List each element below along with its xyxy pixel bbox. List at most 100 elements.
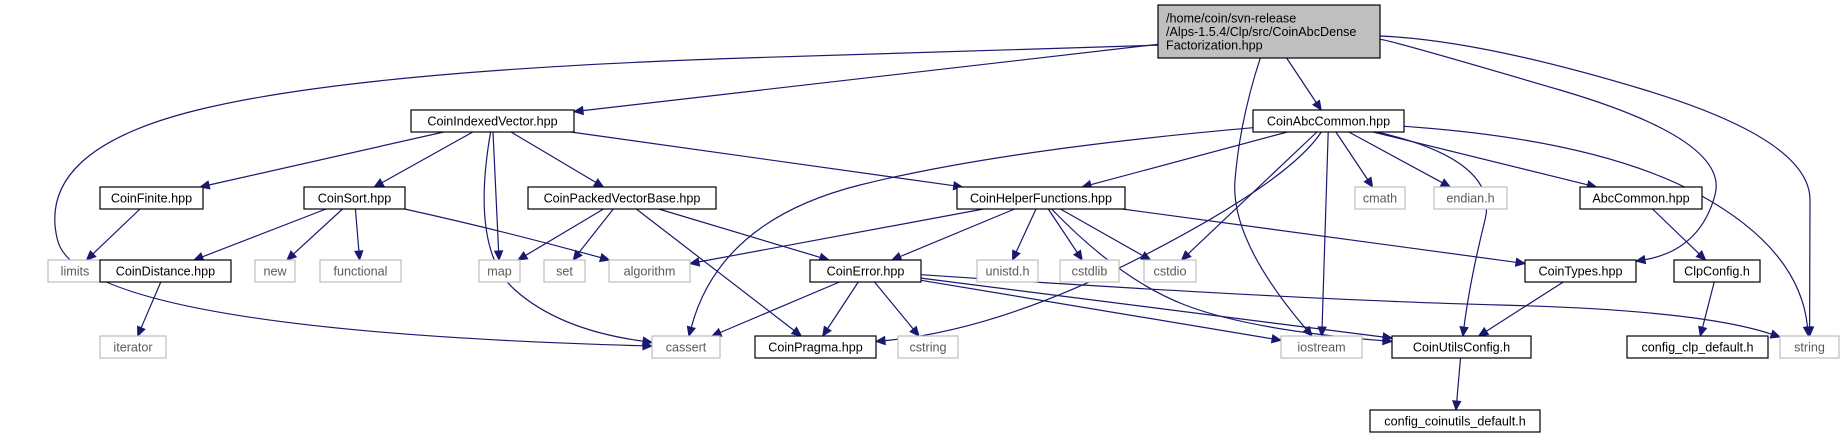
node-label: CoinFinite.hpp <box>111 192 192 206</box>
node-box <box>1433 186 1508 210</box>
edge-CoinFinite-to-limits <box>85 208 141 261</box>
arrowhead-icon <box>1802 326 1813 338</box>
node-box <box>1252 109 1405 133</box>
edge-root-to-CoinTypes <box>1379 38 1717 265</box>
node-coindistance[interactable]: CoinDistance.hpp <box>99 259 232 283</box>
edge-CoinError-to-string <box>920 274 1782 339</box>
edge-CoinError-to-CoinPragma <box>822 281 859 338</box>
edge-line <box>1187 131 1318 255</box>
edge-line <box>1335 131 1369 180</box>
arrowhead-icon <box>1311 99 1322 112</box>
arrowhead-icon <box>1180 249 1192 261</box>
edge-CoinHelperFunctions-to-unistd <box>1011 208 1037 262</box>
node-box <box>478 259 521 283</box>
node-abccommon[interactable]: AbcCommon.hpp <box>1579 186 1703 210</box>
node-label: CoinTypes.hpp <box>1538 265 1622 279</box>
edge-line <box>1403 125 1809 328</box>
node-label: CoinError.hpp <box>827 265 905 279</box>
node-coinerror[interactable]: CoinError.hpp <box>809 259 922 283</box>
edge-CoinUtilsConfig-to-config_coinutils_default <box>1452 357 1462 412</box>
edge-CoinError-to-cassert <box>710 281 840 337</box>
edge-line <box>920 277 1384 338</box>
edge-CoinIndexedVector-to-map <box>492 131 504 262</box>
edge-CoinAbcCommon-to-CoinPragma <box>874 131 1322 346</box>
node-root[interactable]: /home/coin/svn-release/Alps-1.5.4/Clp/sr… <box>1157 4 1381 59</box>
node-coinindexedvector[interactable]: CoinIndexedVector.hpp <box>410 109 575 133</box>
node-cmath: cmath <box>1354 186 1406 210</box>
edge-line <box>1090 131 1288 186</box>
node-coinutilsconfig[interactable]: CoinUtilsConfig.h <box>1391 335 1532 359</box>
node-box <box>1369 409 1541 433</box>
edge-line <box>1286 57 1317 103</box>
node-coinpragma[interactable]: CoinPragma.hpp <box>754 335 877 359</box>
node-box <box>754 335 877 359</box>
edge-line <box>720 281 840 334</box>
edge-CoinHelperFunctions-to-CoinTypes <box>1122 208 1527 267</box>
node-label: cassert <box>666 341 707 355</box>
edge-line <box>208 131 444 186</box>
node-cstring: cstring <box>897 335 959 359</box>
arrowhead-icon <box>1477 326 1490 337</box>
dependency-edges <box>54 35 1815 412</box>
node-label: config_coinutils_default.h <box>1384 415 1525 429</box>
edge-line <box>582 43 1159 112</box>
node-label: Factorization.hpp <box>1166 39 1263 53</box>
edge-line <box>920 274 1772 335</box>
edge-CoinPackedVectorBase-to-set <box>572 208 614 261</box>
node-label: iostream <box>1297 341 1345 355</box>
edge-line <box>1348 131 1443 184</box>
arrowhead-icon <box>137 325 146 338</box>
arrowhead-icon <box>890 252 903 261</box>
node-box <box>608 259 691 283</box>
edge-line <box>874 281 914 330</box>
arrowhead-icon <box>790 326 803 337</box>
arrowhead-icon <box>1514 257 1527 267</box>
node-box <box>303 186 406 210</box>
node-coinabccommon[interactable]: CoinAbcCommon.hpp <box>1252 109 1405 133</box>
node-box <box>956 186 1126 210</box>
arrowhead-icon <box>686 325 696 338</box>
node-unistd: unistd.h <box>976 259 1039 283</box>
edge-line <box>1379 38 1717 261</box>
node-functional: functional <box>319 259 402 283</box>
node-box <box>1779 335 1840 359</box>
edge-line <box>492 131 500 252</box>
edge-line <box>1379 35 1811 328</box>
arrowhead-icon <box>572 249 583 261</box>
edge-CoinSort-to-new <box>286 208 343 261</box>
edge-line <box>884 131 1322 342</box>
node-clpconfig[interactable]: ClpConfig.h <box>1673 259 1761 283</box>
edge-line <box>1015 208 1037 253</box>
arrowhead-icon <box>354 250 364 262</box>
node-coinfinite[interactable]: CoinFinite.hpp <box>99 186 204 210</box>
node-box <box>976 259 1039 283</box>
edge-line <box>525 208 604 256</box>
edge-line <box>1047 208 1078 253</box>
node-label: CoinPackedVectorBase.hpp <box>544 192 701 206</box>
node-iterator: iterator <box>99 335 167 359</box>
header-nodes: /home/coin/svn-release/Alps-1.5.4/Clp/sr… <box>47 4 1840 433</box>
edge-CoinDistance-to-iterator <box>137 281 162 338</box>
node-coinpackedvectorbase[interactable]: CoinPackedVectorBase.hpp <box>527 186 717 210</box>
node-cointypes[interactable]: CoinTypes.hpp <box>1524 259 1637 283</box>
node-box <box>1143 259 1197 283</box>
node-config-coinutils-default[interactable]: config_coinutils_default.h <box>1369 409 1541 433</box>
node-box <box>410 109 575 133</box>
edge-CoinError-to-CoinUtilsConfig <box>920 277 1394 342</box>
node-box <box>1391 335 1532 359</box>
node-coinsort[interactable]: CoinSort.hpp <box>303 186 406 210</box>
node-label: cmath <box>1363 192 1397 206</box>
node-box <box>1280 335 1363 359</box>
node-cstdio: cstdio <box>1143 259 1197 283</box>
edge-line <box>483 131 644 342</box>
node-label: set <box>556 265 573 279</box>
arrowhead-icon <box>710 327 723 337</box>
edge-CoinHelperFunctions-to-CoinError <box>890 208 1015 261</box>
node-label: CoinDistance.hpp <box>116 265 215 279</box>
node-coinhelperfunctions[interactable]: CoinHelperFunctions.hpp <box>956 186 1126 210</box>
edge-line <box>1122 208 1517 263</box>
arrowhead-icon <box>1695 249 1707 261</box>
node-config-clp-default[interactable]: config_clp_default.h <box>1626 335 1769 359</box>
arrowhead-icon <box>1439 178 1452 188</box>
